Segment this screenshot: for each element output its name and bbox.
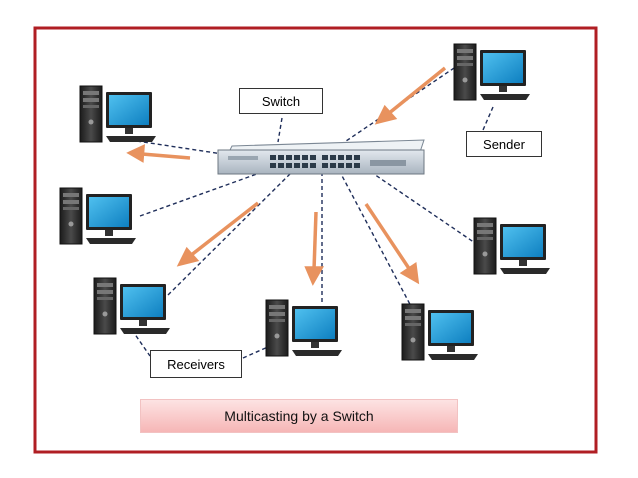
link-receiver-5 [339,171,414,311]
switch-label: Switch [239,88,323,114]
arrow-to-receiver-4-head [304,266,325,286]
receivers-callout-line-1 [131,329,151,357]
link-receiver-6 [367,169,479,246]
link-receiver-3 [167,171,293,296]
arrow-to-receiver-3-head [176,246,200,267]
diagram-caption: Multicasting by a Switch [140,399,458,433]
multicast-arrows [126,66,447,286]
receivers-label: Receivers [150,350,242,378]
link-receiver-2 [139,169,269,217]
arrow-to-receiver-5 [364,203,412,271]
arrow-to-receiver-1-head [126,144,145,163]
arrow-from-sender [386,66,447,116]
arrow-to-receiver-3 [188,201,260,258]
sender-label: Sender [466,131,542,157]
arrow-from-sender-head [374,104,398,125]
network-switch-icon [217,139,425,175]
arrow-to-receiver-4 [312,211,318,271]
arrow-to-receiver-5-head [399,261,420,285]
arrow-to-receiver-1 [141,152,191,160]
